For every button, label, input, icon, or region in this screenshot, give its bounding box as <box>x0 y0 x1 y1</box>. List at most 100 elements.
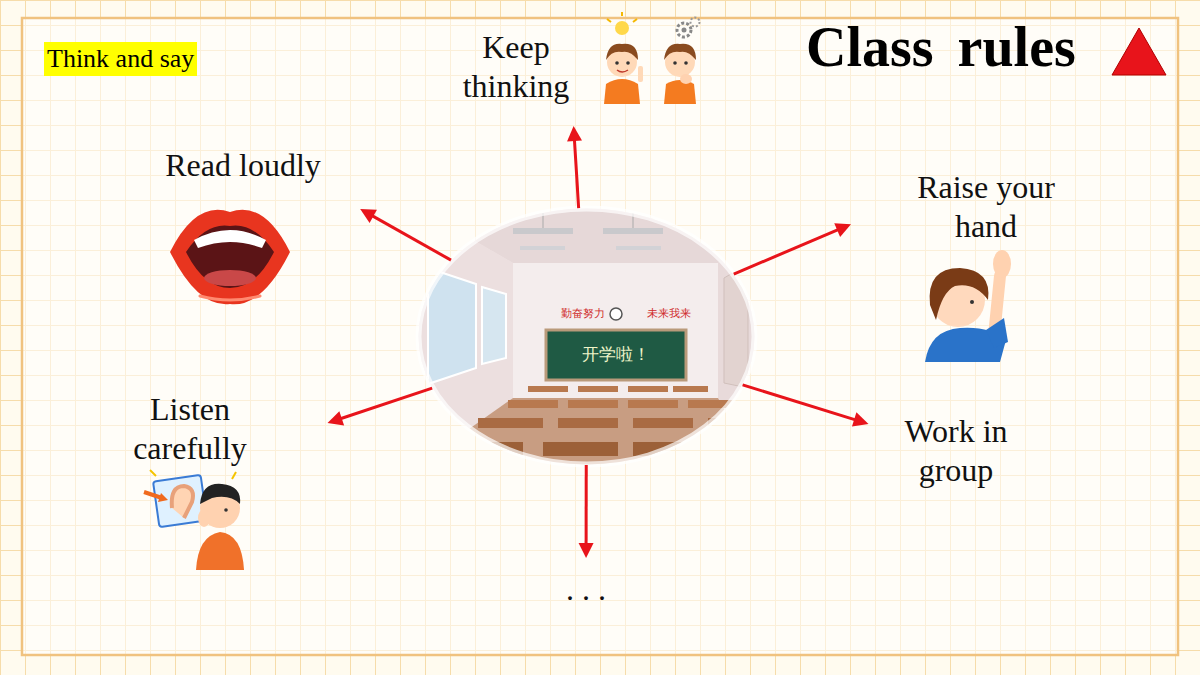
classroom-picture-part <box>419 209 755 465</box>
listening-man-icon-part <box>200 484 240 504</box>
thinking-kids-icon-part <box>615 61 619 65</box>
thinking-kids-icon-part <box>626 61 630 65</box>
classroom-picture-part-part <box>482 287 506 364</box>
classroom-picture-part-part <box>520 246 565 250</box>
arrow-line <box>585 465 588 546</box>
open-mouth-icon-part <box>204 270 256 286</box>
thinking-kids-icon-part <box>607 19 611 22</box>
classroom-picture-part-part <box>568 400 618 408</box>
arrow-head <box>852 412 869 426</box>
slide-title: Class rules <box>806 14 1076 80</box>
thinking-kids-icon-part <box>633 19 637 22</box>
arrow-head <box>567 126 582 141</box>
arrow-connector <box>734 223 851 274</box>
open-mouth-icon-part <box>170 210 290 305</box>
classroom-picture-part-part <box>718 208 755 465</box>
classroom-oval: 勤奋努力未来我来开学啦！ <box>418 208 755 465</box>
listening-man-icon-part <box>158 493 168 502</box>
classroom-picture-part-part <box>603 228 663 234</box>
classroom-picture-part-part <box>616 246 661 250</box>
classroom-picture-part-part <box>673 386 708 392</box>
arrow-line <box>734 229 840 274</box>
rule-label: Read loudly <box>138 146 348 185</box>
listening-man-icon-part <box>172 486 193 518</box>
classroom-picture <box>418 208 798 465</box>
classroom-picture-part-part <box>508 400 558 408</box>
arrow-line <box>371 215 451 260</box>
classroom-picture-part <box>418 208 798 465</box>
thinking-kids-icon-part <box>615 21 629 35</box>
thinking-kids-icon-part <box>606 44 638 60</box>
rule-text: Keep thinking <box>446 28 586 106</box>
thinking-kids-icon-part <box>677 23 691 37</box>
rule-label: Work in group <box>889 412 1024 490</box>
arrow-head <box>360 209 377 223</box>
classroom-picture-part-part <box>546 330 686 380</box>
classroom-picture-part-part <box>478 418 543 428</box>
open-mouth-icon-part <box>194 230 266 248</box>
thinking-kids-icon-part <box>664 44 696 60</box>
rule-label: . . . <box>541 570 631 609</box>
arrow-connector <box>743 385 869 427</box>
classroom-picture-part-part <box>418 208 755 465</box>
open-mouth-icon-part <box>200 296 260 300</box>
classroom-picture-part-part <box>723 442 798 456</box>
classroom-picture-part-part <box>610 308 622 320</box>
classroom-picture-part-part <box>513 263 718 398</box>
listening-man-icon <box>144 470 244 570</box>
classroom-picture-part-part <box>543 442 618 456</box>
listening-man-icon-part <box>150 470 156 476</box>
thinking-kids-icon-part <box>684 61 688 65</box>
arrow-connector <box>328 388 433 425</box>
open-mouth-icon <box>170 210 290 305</box>
rule-text: Listen carefully <box>118 390 263 468</box>
arrow-line <box>574 138 578 208</box>
classroom-picture-part-part <box>558 418 618 428</box>
thinking-kids-icon <box>604 12 700 104</box>
thinking-kids-icon-part <box>680 74 692 84</box>
arrow-line <box>339 388 432 419</box>
rule-text: Read loudly <box>138 146 348 185</box>
chalkboard-writing: 开学啦！ <box>561 344 671 364</box>
raise-hand-kid-icon-part <box>993 250 1011 278</box>
thinking-kids-icon-part <box>621 12 623 16</box>
classroom-picture-part-part <box>513 228 573 234</box>
rule-label: Listen carefully <box>118 390 263 468</box>
thinking-kids-icon-part <box>638 66 643 82</box>
rule-text: Raise your hand <box>901 168 1071 246</box>
thinking-kids-icon-part <box>604 79 640 104</box>
listening-man-icon-part <box>196 532 244 570</box>
raise-hand-kid-icon-part <box>970 300 974 304</box>
raise-hand-kid-icon-part <box>986 318 1008 348</box>
rule-label: Keep thinking <box>446 28 586 106</box>
thinking-kids-icon-part <box>673 61 677 65</box>
arrow-head <box>328 411 345 425</box>
raise-hand-kid-icon-part <box>930 268 989 320</box>
listening-man-icon-part <box>198 509 210 527</box>
listening-man-icon-part <box>232 472 236 479</box>
arrow-head <box>579 543 594 558</box>
arrow-connector <box>360 209 451 260</box>
listening-man-icon-part <box>224 508 228 512</box>
arrow-line <box>743 385 857 420</box>
thinking-kids-icon-part <box>664 80 696 104</box>
raise-hand-kid-icon <box>925 250 1011 362</box>
red-triangle <box>1112 28 1166 75</box>
classroom-picture-part-part <box>418 398 755 465</box>
arrow-head <box>834 223 851 237</box>
more-rules: . . . <box>541 570 631 609</box>
classroom-picture-part-part <box>633 418 693 428</box>
wall-banner: 未来我来 <box>644 307 694 320</box>
arrow-connector <box>567 126 582 208</box>
arrow-connector <box>579 465 594 558</box>
rule-text: Work in group <box>889 412 1024 490</box>
activity-tag: Think and say <box>44 42 197 76</box>
slide-frame <box>22 18 1178 655</box>
thinking-kids-icon-part <box>682 28 687 33</box>
thinking-kids-icon-part <box>691 18 700 27</box>
classroom-picture-part-part <box>578 386 618 392</box>
open-mouth-icon-part <box>186 226 274 288</box>
classroom-picture-part-part <box>528 386 568 392</box>
classroom-picture-part-part <box>628 386 668 392</box>
